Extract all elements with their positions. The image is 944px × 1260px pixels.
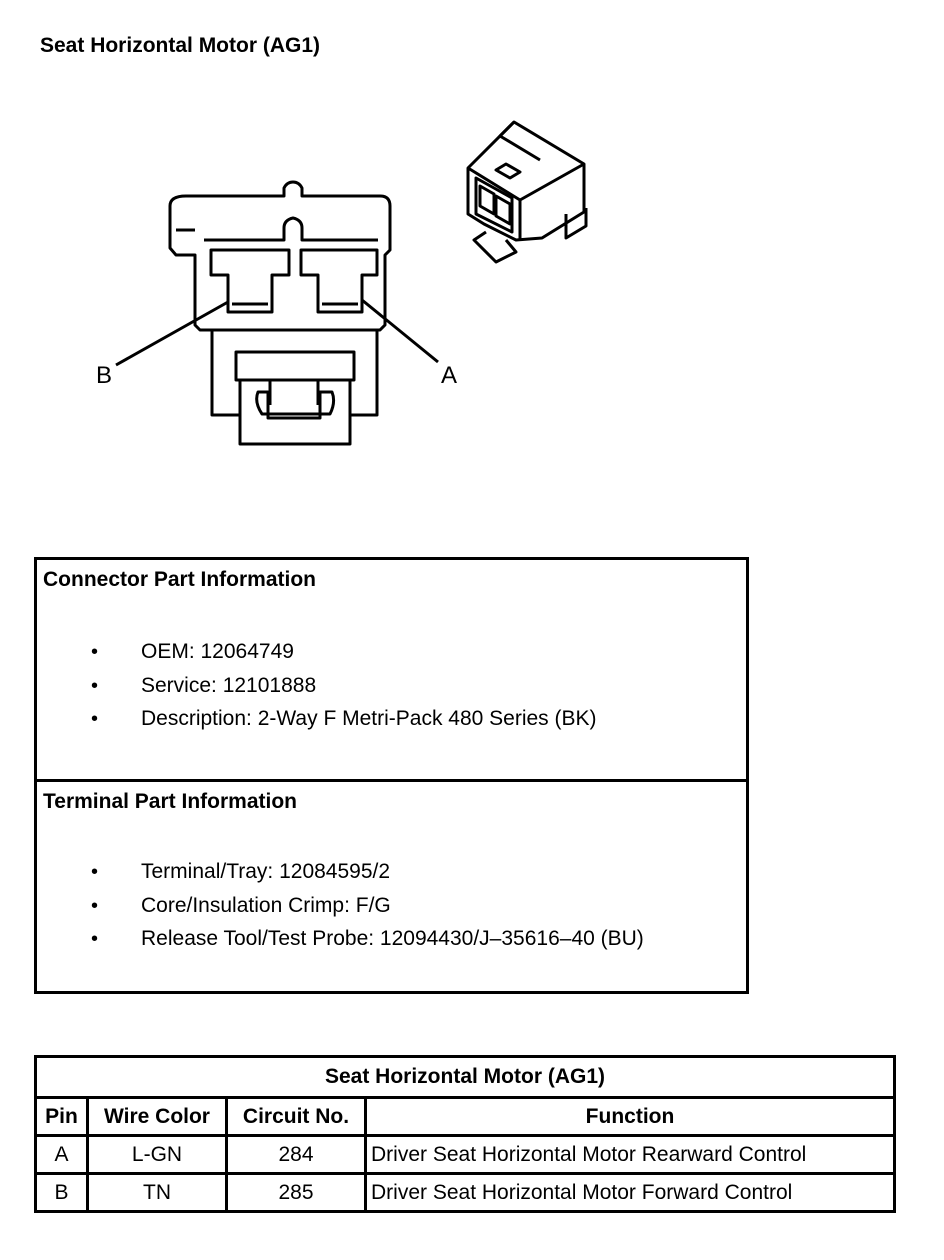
page-title: Seat Horizontal Motor (AG1)	[40, 34, 321, 57]
callout-b: B	[96, 362, 112, 389]
bullet-icon: •	[91, 674, 99, 697]
bullet-icon: •	[91, 641, 99, 663]
bullet-icon: •	[91, 928, 99, 950]
pin-cell: B	[34, 1172, 89, 1213]
connector-info-heading: Connector Part Information	[43, 568, 317, 591]
terminal-b	[209, 248, 291, 314]
table-row: A L-GN 284 Driver Seat Horizontal Motor …	[34, 1134, 896, 1175]
connector-face-outline	[168, 180, 392, 332]
leader-line-a	[361, 298, 439, 364]
circuit-cell: 285	[225, 1172, 367, 1213]
wire-color-cell: L-GN	[86, 1134, 228, 1175]
terminal-info-heading: Terminal Part Information	[43, 790, 297, 813]
callout-a: A	[441, 362, 457, 389]
bullet-icon: •	[91, 861, 99, 883]
leader-line-b	[115, 300, 229, 367]
bullet-icon: •	[91, 708, 99, 730]
part-info-box: Connector Part Information •OEM: 1206474…	[34, 557, 749, 994]
column-header-circuit: Circuit No.	[225, 1096, 367, 1137]
function-cell: Driver Seat Horizontal Motor Rearward Co…	[364, 1134, 896, 1175]
wire-color-cell: TN	[86, 1172, 228, 1213]
bullet-icon: •	[91, 894, 99, 917]
pin-cell: A	[34, 1134, 89, 1175]
table-title: Seat Horizontal Motor (AG1)	[34, 1055, 896, 1099]
pin-table: Seat Horizontal Motor (AG1) Pin Wire Col…	[34, 1055, 896, 1213]
function-cell: Driver Seat Horizontal Motor Forward Con…	[364, 1172, 896, 1213]
connector-latch	[210, 330, 379, 446]
circuit-cell: 284	[225, 1134, 367, 1175]
connector-diagram: B A	[96, 120, 588, 446]
connector-iso-view	[466, 120, 588, 264]
terminal-info-section: Terminal Part Information •Terminal/Tray…	[43, 790, 644, 950]
terminal-a	[299, 248, 379, 314]
table-caption-row: Seat Horizontal Motor (AG1)	[34, 1055, 896, 1099]
connector-info-section: Connector Part Information •OEM: 1206474…	[37, 560, 746, 782]
column-header-function: Function	[364, 1096, 896, 1137]
column-header-pin: Pin	[34, 1096, 89, 1137]
table-row: B TN 285 Driver Seat Horizontal Motor Fo…	[34, 1172, 896, 1213]
table-header-row: Pin Wire Color Circuit No. Function	[34, 1096, 896, 1137]
column-header-wire-color: Wire Color	[86, 1096, 228, 1137]
